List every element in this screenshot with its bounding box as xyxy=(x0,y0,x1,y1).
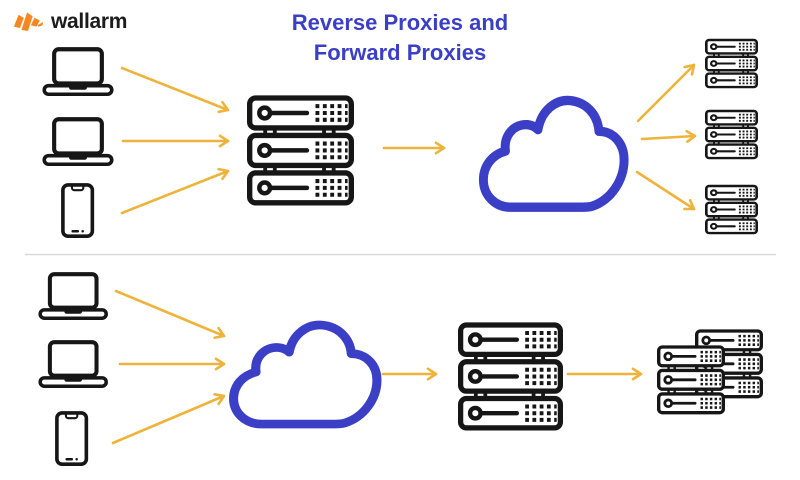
wallarm-logo: wallarm xyxy=(12,9,127,33)
server-rack-icon xyxy=(706,186,756,233)
server-rack-icon xyxy=(250,98,352,203)
cloud-icon xyxy=(234,325,377,424)
server-rack-icon xyxy=(706,40,756,87)
reverse-proxy-section xyxy=(44,40,756,239)
arrow-client3-to-proxy xyxy=(120,167,230,215)
arrow-client1-to-cloud xyxy=(114,289,226,340)
wallarm-mark-icon xyxy=(13,12,44,31)
laptop-icon xyxy=(40,274,106,318)
laptop-icon xyxy=(44,49,112,94)
smartphone-icon xyxy=(55,411,89,467)
title-line-2: Forward Proxies xyxy=(313,39,487,65)
arrow-cloud-to-server3 xyxy=(635,170,696,211)
cloud-icon xyxy=(483,100,624,207)
smartphone-icon xyxy=(61,183,95,239)
page-title: Reverse Proxies and Forward Proxies xyxy=(292,8,508,67)
laptop-icon xyxy=(40,342,106,386)
arrow-client1-to-proxy xyxy=(120,66,230,114)
server-rack-icon xyxy=(461,325,561,428)
title-line-1: Reverse Proxies and xyxy=(291,10,509,35)
arrow-cloud-to-server1 xyxy=(636,63,696,123)
server-cluster-icon xyxy=(659,331,762,413)
server-rack-icon xyxy=(706,111,756,158)
laptop-icon xyxy=(44,119,112,164)
wallarm-logo-text: wallarm xyxy=(51,9,128,33)
forward-proxy-section xyxy=(40,274,762,467)
arrow-client3-to-cloud xyxy=(111,393,226,445)
arrow-cloud-to-server2 xyxy=(640,129,697,143)
